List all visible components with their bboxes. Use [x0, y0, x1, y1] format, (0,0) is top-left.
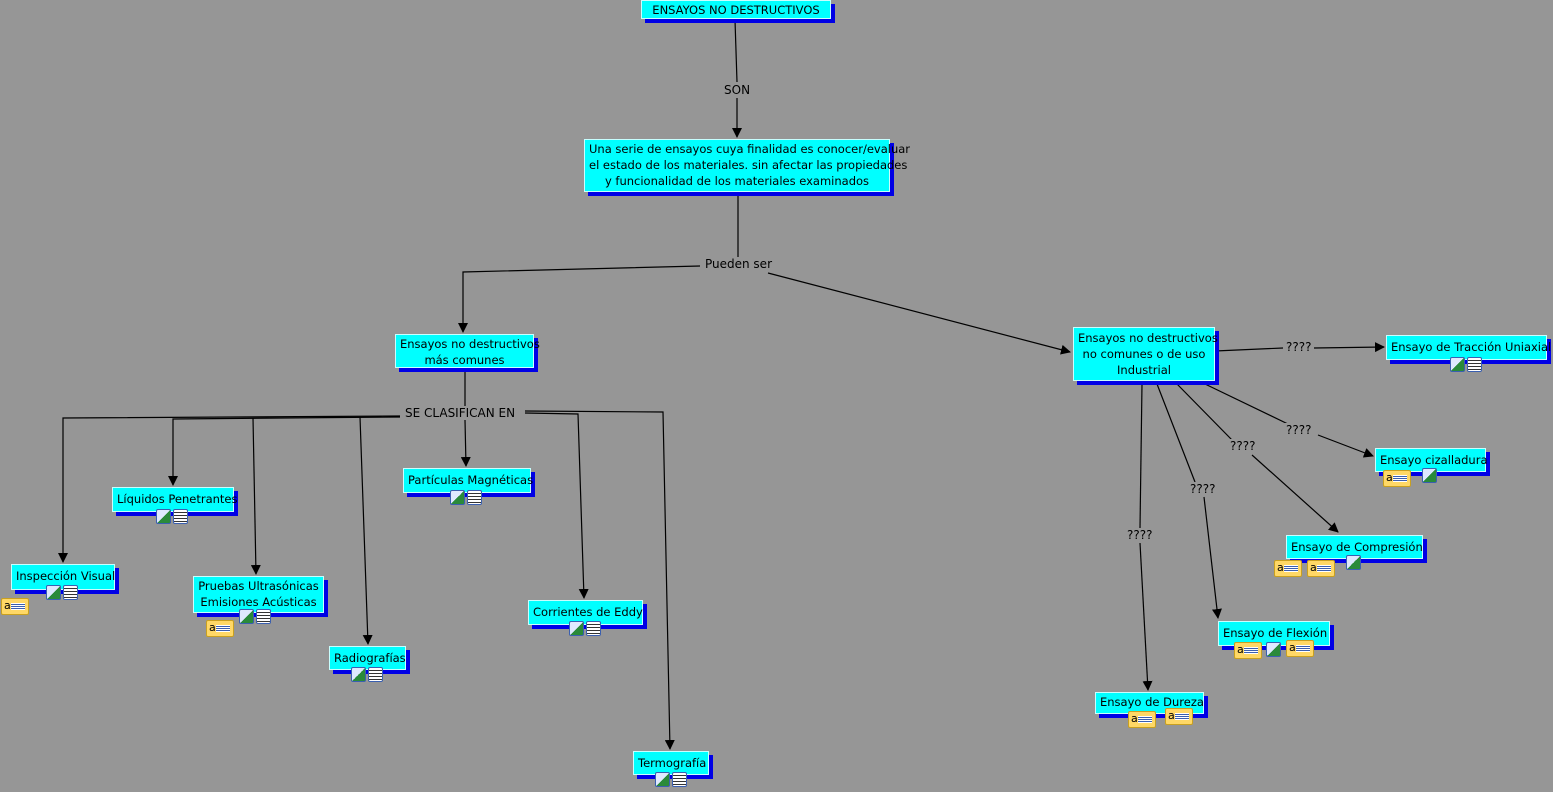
- document-resource-icon[interactable]: [368, 667, 383, 682]
- image-resource-icon[interactable]: [655, 772, 670, 787]
- link-label-cizalladura[interactable]: ????: [1284, 423, 1314, 437]
- document-resource-icon[interactable]: [586, 621, 601, 636]
- concept-corrientes[interactable]: Corrientes de Eddy: [528, 600, 643, 625]
- image-resource-icon[interactable]: [46, 585, 61, 600]
- concept-liquidos[interactable]: Líquidos Penetrantes: [112, 487, 237, 512]
- link-label-pueden-ser[interactable]: Pueden ser: [703, 257, 775, 271]
- image-resource-icon[interactable]: [156, 509, 171, 524]
- definition-line: y funcionalidad de los materiales examin…: [604, 174, 870, 188]
- link-label-dureza[interactable]: ????: [1125, 528, 1155, 542]
- concept-line: Ensayos no destructivos: [400, 337, 540, 351]
- annotation-icon[interactable]: a: [1234, 642, 1262, 659]
- concept-termografia[interactable]: Termografía: [633, 751, 709, 775]
- annotation-icon[interactable]: a: [1274, 560, 1302, 577]
- image-resource-icon[interactable]: [1346, 555, 1361, 570]
- concept-line: Industrial: [1117, 363, 1171, 377]
- annotation-icon[interactable]: a: [1, 598, 29, 615]
- annotation-icon[interactable]: a: [1307, 560, 1335, 577]
- concept-definition[interactable]: Una serie de ensayos cuya finalidad es c…: [584, 139, 911, 192]
- document-resource-icon[interactable]: [672, 772, 687, 787]
- link-label-se-clasifican[interactable]: SE CLASIFICAN EN: [403, 406, 518, 420]
- image-resource-icon[interactable]: [1422, 468, 1437, 483]
- document-resource-icon[interactable]: [63, 585, 78, 600]
- concept-line: no comunes o de uso: [1082, 347, 1206, 361]
- link-label-flexion[interactable]: ????: [1188, 482, 1218, 496]
- image-resource-icon[interactable]: [351, 667, 366, 682]
- concept-particulas[interactable]: Partículas Magnéticas: [403, 468, 533, 493]
- annotation-icon[interactable]: a: [206, 620, 234, 637]
- link-label-traccion[interactable]: ????: [1284, 340, 1314, 354]
- concept-line: Pruebas Ultrasónicas: [198, 579, 319, 593]
- image-resource-icon[interactable]: [569, 621, 584, 636]
- annotation-icon[interactable]: a: [1286, 640, 1314, 657]
- concept-line: Emisiones Acústicas: [200, 595, 317, 609]
- definition-line: el estado de los materiales. sin afectar…: [589, 158, 908, 172]
- image-resource-icon[interactable]: [239, 609, 254, 624]
- image-resource-icon[interactable]: [450, 490, 465, 505]
- document-resource-icon[interactable]: [1467, 357, 1482, 372]
- image-resource-icon[interactable]: [1266, 642, 1281, 657]
- annotation-icon[interactable]: a: [1128, 711, 1156, 728]
- concept-traccion[interactable]: Ensayo de Tracción Uniaxial: [1386, 335, 1551, 360]
- concept-line: más comunes: [424, 353, 505, 367]
- concept-line: Ensayos no destructivos: [1078, 331, 1218, 345]
- document-resource-icon[interactable]: [467, 490, 482, 505]
- document-resource-icon[interactable]: [256, 609, 271, 624]
- link-label-compresion[interactable]: ????: [1228, 439, 1258, 453]
- image-resource-icon[interactable]: [1450, 357, 1465, 372]
- concept-radiografias[interactable]: Radiografías: [329, 646, 406, 670]
- annotation-icon[interactable]: a: [1383, 470, 1411, 487]
- definition-line: Una serie de ensayos cuya finalidad es c…: [589, 142, 911, 156]
- concept-title[interactable]: ENSAYOS NO DESTRUCTIVOS: [641, 0, 831, 19]
- link-label-son[interactable]: SON: [722, 83, 753, 97]
- concept-uncommon[interactable]: Ensayos no destructivos no comunes o de u…: [1073, 327, 1218, 381]
- concept-common[interactable]: Ensayos no destructivos más comunes: [395, 334, 540, 368]
- annotation-icon[interactable]: a: [1165, 708, 1193, 725]
- document-resource-icon[interactable]: [173, 509, 188, 524]
